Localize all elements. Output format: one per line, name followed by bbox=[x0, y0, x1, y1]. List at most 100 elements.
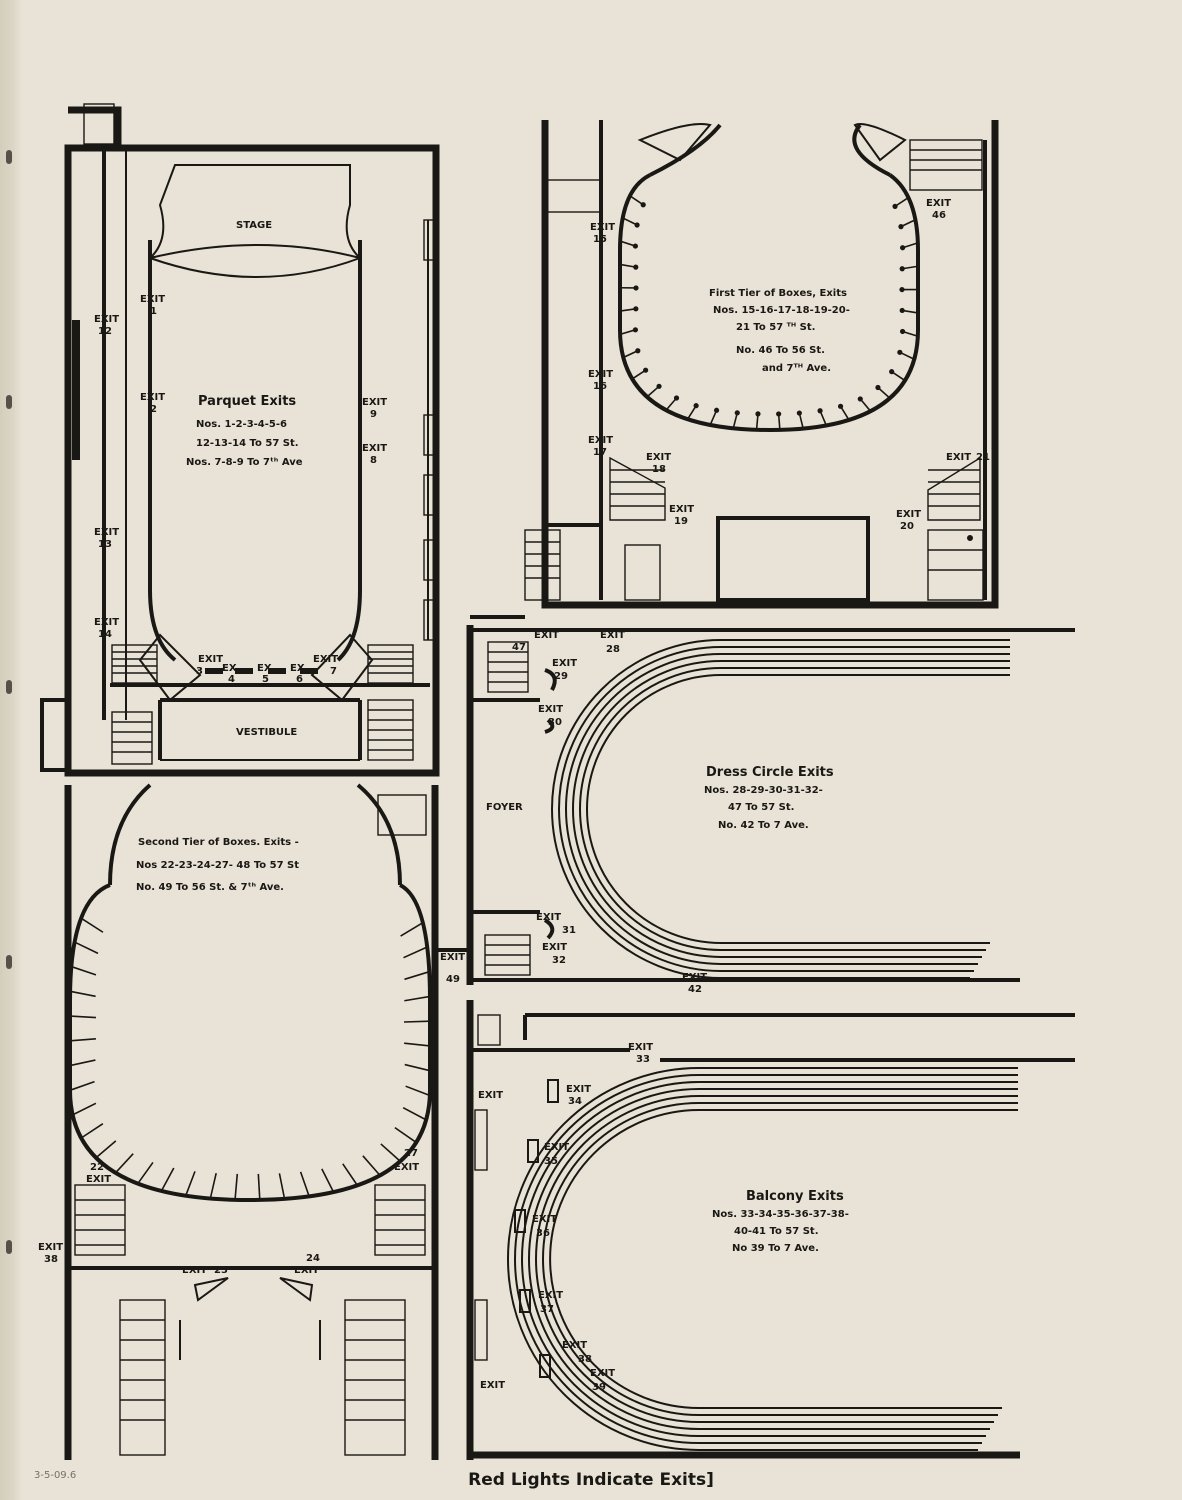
exit-15-num: 15 bbox=[593, 234, 607, 245]
box-lamp bbox=[693, 403, 699, 409]
exit-5-num: 5 bbox=[262, 674, 269, 685]
exit-31-num: 31 bbox=[562, 925, 576, 936]
balcony-box-rects bbox=[514, 1079, 559, 1378]
exit-14-num: 14 bbox=[98, 629, 112, 640]
box-partition bbox=[137, 1161, 154, 1185]
seating-row bbox=[579, 667, 1010, 951]
box-lamp bbox=[889, 369, 895, 375]
box-partition bbox=[755, 413, 759, 430]
wall-pier bbox=[72, 320, 80, 460]
seating-row bbox=[514, 1074, 1018, 1444]
box-partition bbox=[631, 369, 647, 380]
exit-16-word: EXIT bbox=[588, 369, 613, 380]
exit-42-num: 42 bbox=[688, 984, 702, 995]
box-partition bbox=[69, 1059, 96, 1067]
box-partition bbox=[400, 921, 424, 937]
exit-46-num: 46 bbox=[932, 210, 946, 221]
box-partition bbox=[394, 1126, 417, 1144]
second-tier-stairs bbox=[74, 1184, 426, 1456]
box-partition bbox=[894, 196, 909, 208]
first-tier-room bbox=[716, 516, 870, 602]
parquet-exits-title: Parquet Exits bbox=[198, 394, 296, 409]
exit-3-word: EXIT bbox=[198, 654, 223, 665]
box-partition bbox=[160, 1167, 175, 1192]
parquet-auditorium bbox=[148, 270, 362, 662]
box-partition bbox=[622, 350, 639, 359]
parquet-exits-line2: 12-13-14 To 57 St. bbox=[196, 438, 299, 449]
box-partition bbox=[902, 265, 919, 270]
exit-9-num: 9 bbox=[370, 409, 377, 420]
exit-18-num: 18 bbox=[652, 464, 666, 475]
exit-18-word: EXIT bbox=[646, 452, 671, 463]
exit-33-num: 33 bbox=[636, 1054, 650, 1065]
box-lamp bbox=[899, 286, 905, 293]
exit-6-num: 6 bbox=[296, 674, 303, 685]
balcony-line1: Nos. 33-34-35-36-37-38- bbox=[712, 1209, 849, 1220]
box-lamp bbox=[899, 307, 905, 314]
box-partition bbox=[404, 995, 431, 1002]
parquet-exits-line1: Nos. 1-2-3-4-5-6 bbox=[196, 419, 287, 430]
dress-circle-line3: No. 42 To 7 Ave. bbox=[718, 820, 809, 831]
first-tier-plan bbox=[524, 120, 999, 609]
exit-1-num: 1 bbox=[150, 306, 157, 317]
balcony-plan bbox=[466, 1000, 1075, 1460]
first-tier-horseshoe bbox=[618, 173, 920, 433]
exit-4-num: 4 bbox=[228, 674, 235, 685]
balcony-stairs bbox=[474, 1109, 488, 1361]
exit-47-num: 47 bbox=[512, 642, 526, 653]
exit-13-word: EXIT bbox=[94, 527, 119, 538]
exit-49-num: 49 bbox=[446, 974, 460, 985]
box-partition bbox=[114, 1153, 134, 1174]
exit-5-word: EX bbox=[257, 663, 272, 674]
exit-caption: Red Lights Indicate Exits] bbox=[468, 1470, 714, 1490]
exit-38-side-num: 38 bbox=[44, 1254, 58, 1265]
box-partition bbox=[278, 1173, 286, 1200]
exit-42-word: EXIT bbox=[682, 972, 707, 983]
box-partition bbox=[321, 1168, 335, 1193]
exit-21-num: 21 bbox=[976, 452, 990, 463]
box-partition bbox=[74, 941, 99, 955]
vestibule-label: VESTIBULE bbox=[236, 727, 297, 738]
exit-27-num: 27 bbox=[404, 1148, 418, 1159]
box-lamp bbox=[640, 202, 646, 208]
seating-row bbox=[565, 653, 1010, 965]
exit-34-word: EXIT bbox=[566, 1084, 591, 1095]
exit-22-num: 22 bbox=[90, 1162, 104, 1173]
box-partition bbox=[80, 917, 104, 933]
exit-23-num: 23 bbox=[214, 1265, 228, 1276]
exit-21-word: EXIT bbox=[946, 452, 971, 463]
box-lamp bbox=[900, 245, 906, 251]
box-partition bbox=[900, 219, 916, 228]
box-lamp bbox=[632, 243, 638, 249]
stage-label: STAGE bbox=[236, 220, 272, 231]
balcony-line2: 40-41 To 57 St. bbox=[734, 1226, 819, 1237]
box-partition bbox=[622, 217, 638, 226]
exit-2-word: EXIT bbox=[140, 392, 165, 403]
box-lamp bbox=[857, 396, 863, 402]
box-lamp bbox=[837, 403, 844, 409]
exit-24-word: EXIT bbox=[294, 1265, 319, 1276]
exit-38-side-word: EXIT bbox=[38, 1242, 63, 1253]
box-partition bbox=[69, 990, 96, 998]
exit-3-num: 3 bbox=[196, 666, 203, 677]
box-lamp bbox=[898, 224, 904, 230]
binding-hole bbox=[6, 680, 12, 694]
box-lamp bbox=[634, 222, 640, 228]
box-partition bbox=[798, 412, 804, 429]
box-partition bbox=[403, 946, 428, 959]
box-partition bbox=[819, 410, 828, 426]
box-partition bbox=[184, 1171, 196, 1196]
exit-15-word: EXIT bbox=[590, 222, 615, 233]
dress-circle-line2: 47 To 57 St. bbox=[728, 802, 794, 813]
seating-row bbox=[535, 1095, 1018, 1423]
balcony-title: Balcony Exits bbox=[746, 1189, 844, 1204]
exit-14-word: EXIT bbox=[94, 617, 119, 628]
exit-38-word: EXIT bbox=[562, 1340, 587, 1351]
first-tier-line2: 21 To 57 ᵀᴴ St. bbox=[736, 322, 815, 333]
box-lamp bbox=[633, 285, 639, 291]
box-lamp bbox=[635, 348, 641, 354]
box-partition bbox=[69, 1015, 97, 1019]
exit-19-word: EXIT bbox=[669, 504, 694, 515]
